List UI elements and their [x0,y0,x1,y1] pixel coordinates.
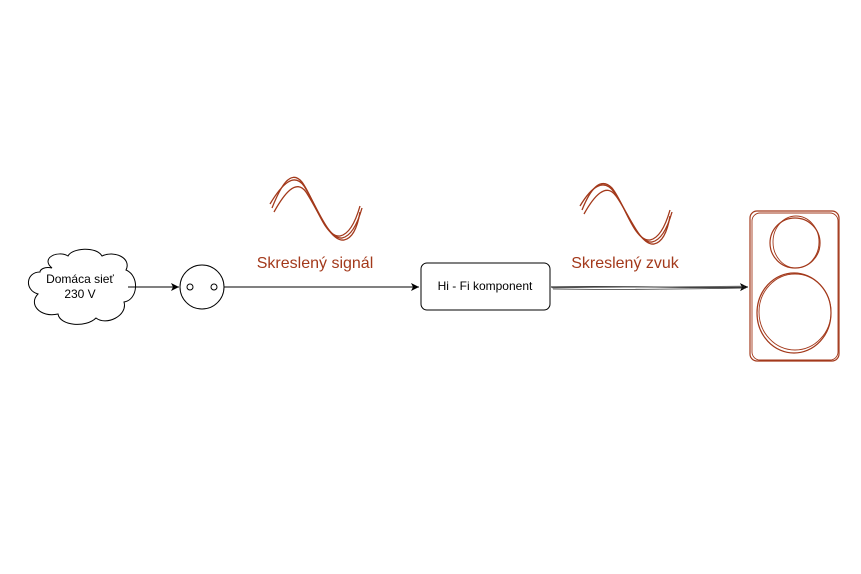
socket-pin-left [186,283,194,291]
socket-icon [179,264,225,310]
hifi-component-box: Hi - Fi komponent [420,262,551,311]
distorted-sound-wave-icon [579,182,673,245]
cloud-shape [28,248,136,325]
mains-label-line2: 230 V [64,287,95,301]
mains-cloud: Domáca sieť 230 V [28,248,136,325]
signal-annotation: Skreslený signál [257,255,374,272]
speaker-cabinet [749,210,840,362]
sound-annotation: Skreslený zvuk [571,255,680,272]
socket-pin-right [210,283,218,291]
hifi-label: Hi - Fi komponent [438,279,533,293]
hifi-box-shape [420,262,551,311]
speaker-tweeter-sketch [772,215,820,269]
speaker-cabinet-sketch [751,212,839,361]
speaker-icon [749,210,840,362]
edge-hifi-to-speaker [550,283,749,292]
mains-label-line1: Domáca sieť [46,272,114,286]
distorted-signal-wave-icon [269,176,363,241]
speaker-woofer-sketch [758,273,832,351]
